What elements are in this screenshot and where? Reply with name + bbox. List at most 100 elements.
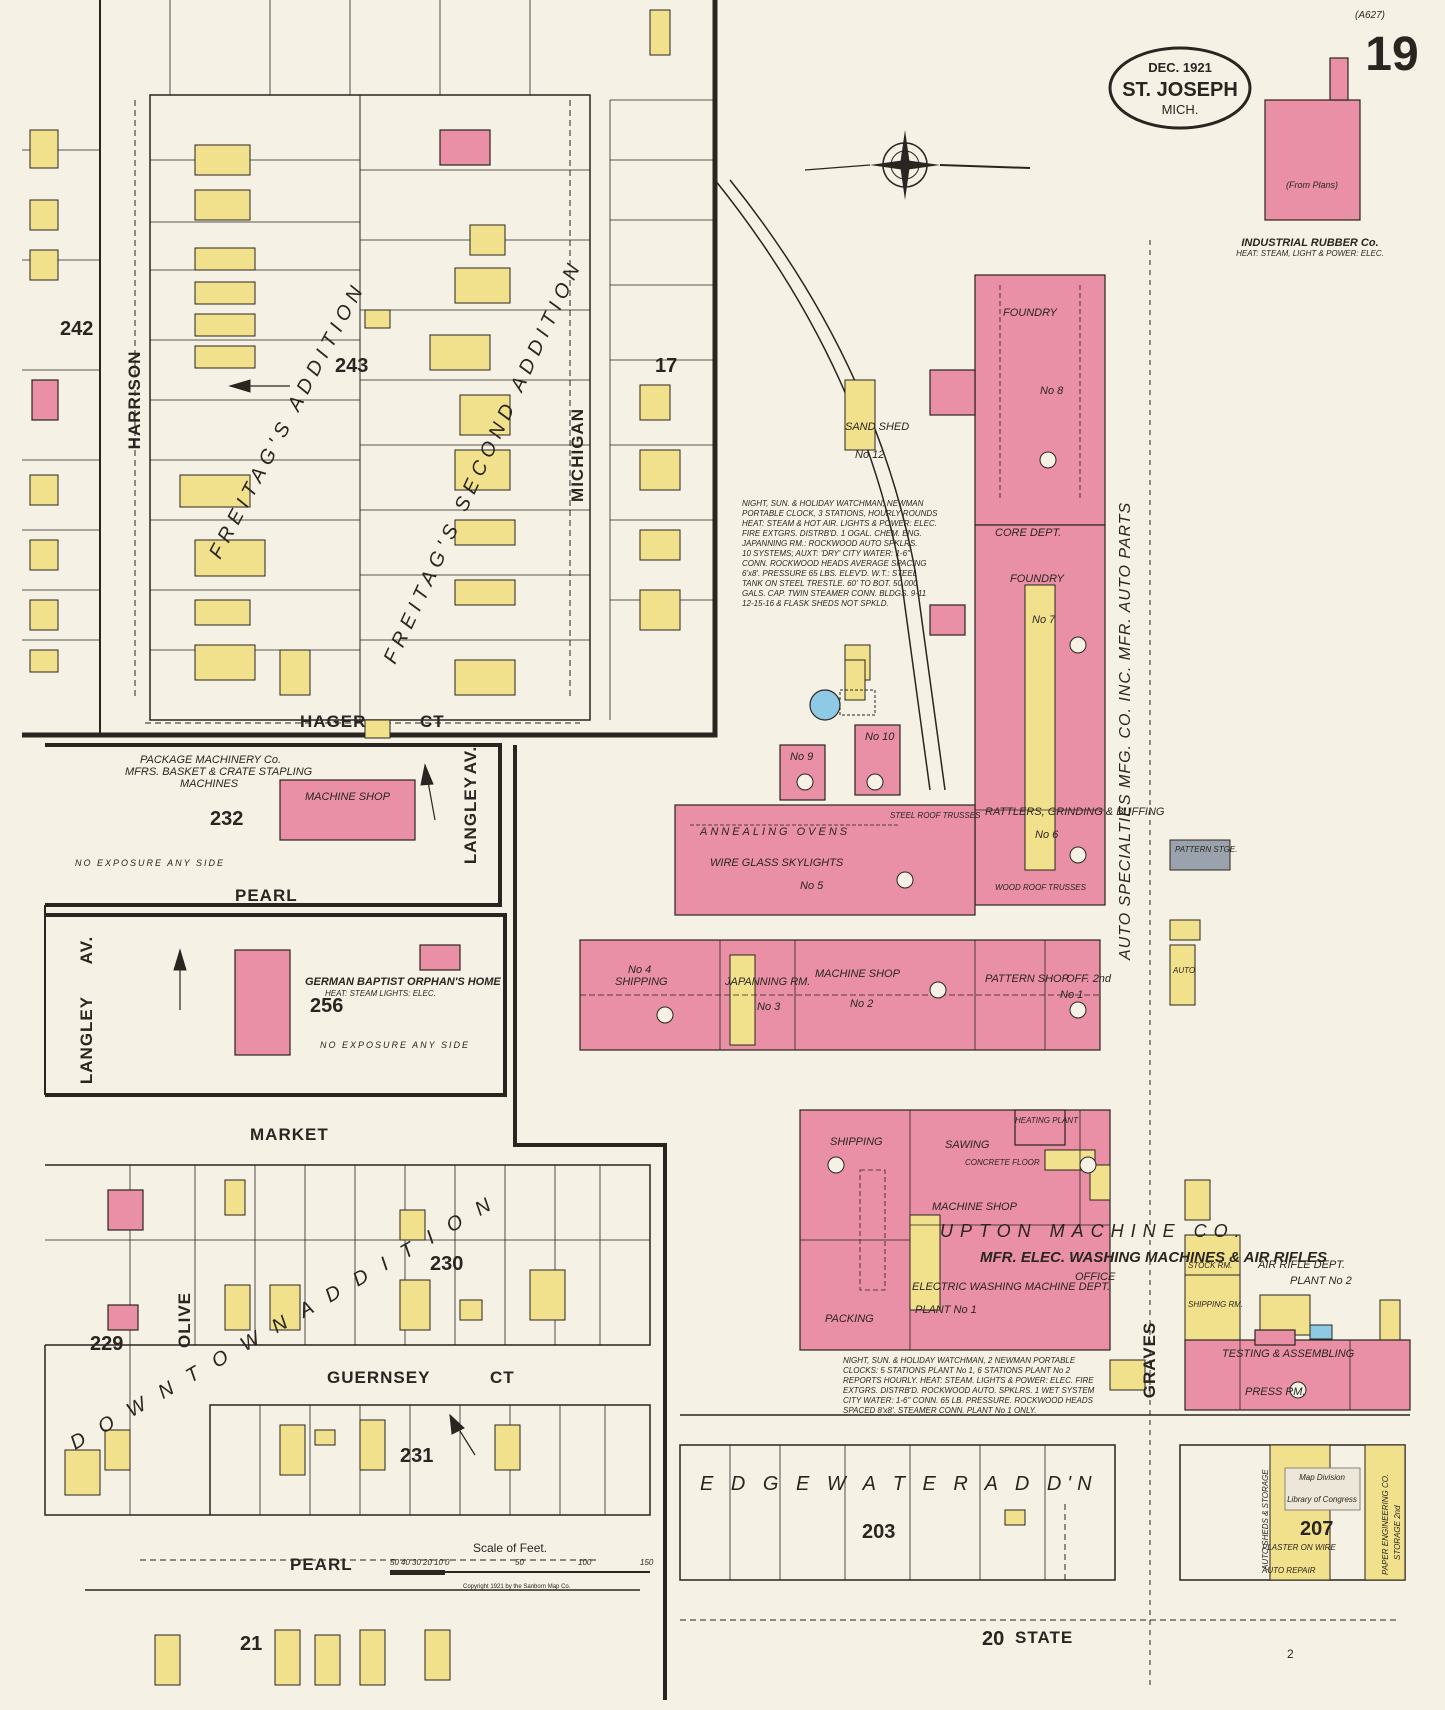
corner-code: (A627) (1355, 10, 1385, 21)
street-state: STATE (1015, 1628, 1073, 1647)
orphans-home-name: GERMAN BAPTIST ORPHAN'S HOME (305, 976, 501, 988)
pattern-store-label: PATTERN STGE. (1175, 845, 1237, 854)
block-21: 21 (240, 1633, 262, 1655)
as-note-4: JAPANNING RM.: ROCKWOOD AUTO SPKLRS. (741, 539, 917, 548)
upton-sawing: SAWING (945, 1139, 990, 1151)
stamp-line2: Library of Congress (1287, 1495, 1357, 1504)
industrial-rubber: (From Plans) INDUSTRIAL RUBBER Co. HEAT:… (1236, 180, 1384, 258)
street-michigan: MICHIGAN (568, 408, 587, 502)
block-230: 230 (430, 1253, 463, 1275)
upton-machine: UPTON MACHINE CO. MFR. ELEC. WASHING MAC… (825, 1116, 1355, 1415)
upton-testing: TESTING & ASSEMBLING (1222, 1348, 1355, 1360)
sand-shed-label: SAND SHED (845, 421, 909, 433)
street-langley-lower: LANGLEY (77, 996, 96, 1084)
street-langley-lower-av: AV. (77, 936, 96, 965)
upton-stock: STOCK RM. (1188, 1261, 1232, 1270)
no9-label: No 9 (790, 751, 813, 763)
blue-shed (1309, 1324, 1333, 1340)
industrial-rubber-plan: (From Plans) (1286, 180, 1338, 190)
package-machinery-name: PACKAGE MACHINERY Co. (140, 754, 281, 766)
street-langley-upper-av: AV. (461, 746, 480, 775)
upton-shipping2: SHIPPING RM. (1188, 1300, 1243, 1309)
orphans-home: GERMAN BAPTIST ORPHAN'S HOME HEAT: STEAM… (305, 976, 501, 1050)
upton-office: OFFICE (1075, 1271, 1116, 1283)
no4-label: No 4 (628, 964, 651, 976)
package-machinery-line2: MFRS. BASKET & CRATE STAPLING (125, 766, 313, 778)
paper-eng-name: PAPER ENGINEERING CO. (1381, 1474, 1390, 1575)
street-guernsey: GUERNSEY (327, 1368, 430, 1387)
bottom-number: 2 (1287, 1647, 1294, 1661)
block-229: 229 (90, 1333, 123, 1355)
block-17: 17 (655, 355, 677, 377)
as-note-10: 12-15-16 & FLASK SHEDS NOT SPKLD. (742, 599, 889, 608)
cartouche: DEC. 1921 ST. JOSEPH MICH. (1108, 46, 1252, 130)
core-label: CORE DEPT. (995, 527, 1061, 539)
scale-tick-5: 0 (445, 1558, 450, 1567)
wood-trusses-label: WOOD ROOF TRUSSES (995, 883, 1087, 892)
industrial-rubber-name: INDUSTRIAL RUBBER Co. (1241, 237, 1378, 249)
scale-bar: Scale of Feet. 50 40 30 20 10 0 50 100 1… (390, 1541, 654, 1590)
as-note-8: TANK ON STEEL TRESTLE. 60' TO BOT. 50,00… (742, 579, 918, 588)
upton-washing: ELECTRIC WASHING MACHINE DEPT. (912, 1281, 1110, 1293)
block-243: 243 (335, 355, 368, 377)
block-203: 203 (862, 1521, 895, 1543)
cartouche-city: ST. JOSEPH (1122, 79, 1238, 101)
stamp-line1: Map Division (1299, 1473, 1345, 1482)
building-interior-lines (580, 285, 1351, 1410)
no8-label: No 8 (1040, 385, 1064, 397)
library-stamp: Map Division Library of Congress (1284, 1467, 1361, 1511)
sheet-number: 19 (1365, 28, 1418, 81)
upton-subtitle: MFR. ELEC. WASHING MACHINES & AIR RIFLES (980, 1249, 1327, 1266)
street-guernsey-ct: CT (490, 1368, 515, 1387)
as-note-2: HEAT: STEAM & HOT AIR. LIGHTS & POWER: E… (742, 519, 937, 528)
upton-air-rifle: AIR RIFLE DEPT. (1257, 1259, 1345, 1271)
orphans-home-exposure: NO EXPOSURE ANY SIDE (320, 1040, 470, 1050)
japanning-label: JAPANNING RM. (724, 976, 810, 988)
north-arrows (173, 379, 476, 1456)
street-market: MARKET (250, 1125, 329, 1144)
auto-specialties-notes: NIGHT, SUN. & HOLIDAY WATCHMAN, NEWMAN P… (741, 499, 938, 608)
upton-note-2: REPORTS HOURLY. HEAT: STEAM. LIGHTS & PO… (843, 1376, 1094, 1385)
upton-note-3: EXTGRS. DISTRB'D. ROCKWOOD AUTO. SPKLRS.… (843, 1386, 1095, 1395)
steel-trusses-label: STEEL ROOF TRUSSES (890, 811, 981, 820)
upton-heating: HEATING PLANT (1015, 1116, 1079, 1125)
frame-inserts (729, 584, 1146, 1391)
scale-tick-0: 50 (390, 1558, 399, 1567)
as-note-6: CONN. ROCKWOOD HEADS AVERAGE SPACING (742, 559, 926, 568)
block-242: 242 (60, 318, 93, 340)
upton-press: PRESS RM. (1245, 1386, 1306, 1398)
scale-tick-2: 30 (412, 1558, 421, 1567)
scale-tick-4: 10 (434, 1558, 443, 1567)
no7-label: No 7 (1032, 614, 1056, 626)
street-pearl-upper: PEARL (235, 886, 298, 905)
upton-concrete: CONCRETE FLOOR (965, 1158, 1040, 1167)
scale-tick-3: 20 (422, 1558, 432, 1567)
annealing-label: ANNEALING OVENS (699, 826, 850, 838)
street-hager-ct: CT (420, 712, 445, 731)
addition-edgewater: E D G E W A T E R A D D'N (700, 1473, 1098, 1495)
no3-label: No 3 (757, 1001, 781, 1013)
no6-label: No 6 (1035, 829, 1059, 841)
as-note-3: FIRE EXTGRS. DISTRB'D. 1 OGAL. CHEM. ENG… (742, 529, 922, 538)
frame-dwellings (29, 9, 1406, 1686)
upton-notes: NIGHT, SUN. & HOLIDAY WATCHMAN, 2 NEWMAN… (843, 1356, 1095, 1415)
as-note-0: NIGHT, SUN. & HOLIDAY WATCHMAN, NEWMAN (742, 499, 924, 508)
street-graves: GRAVES (1140, 1322, 1159, 1399)
upton-plant1: PLANT No 1 (915, 1304, 977, 1316)
street-pearl-lower: PEARL (290, 1555, 353, 1574)
shipping4-label: SHIPPING (615, 976, 668, 988)
no5-label: No 5 (800, 880, 824, 892)
pattern-shop-label: PATTERN SHOP (985, 973, 1070, 985)
auto-sheds-plaster: PLASTER ON WIRE (1262, 1543, 1336, 1552)
upton-plant2: PLANT No 2 (1290, 1275, 1352, 1287)
no2-label: No 2 (850, 998, 873, 1010)
scale-title: Scale of Feet. (473, 1541, 547, 1555)
scale-tick-6: 50 (515, 1558, 524, 1567)
auto-label: AUTO (1172, 966, 1195, 975)
as-note-1: PORTABLE CLOCK, 3 STATIONS, HOURLY ROUND… (742, 509, 938, 518)
auto-specialties-name: AUTO SPECIALTIES MFG. CO. INC. MFR. AUTO… (1117, 502, 1134, 961)
machine-shop-label: MACHINE SHOP (815, 968, 901, 980)
no10-label: No 10 (865, 731, 895, 743)
scale-tick-8: 150 (640, 1558, 654, 1567)
block-232: 232 (210, 808, 243, 830)
